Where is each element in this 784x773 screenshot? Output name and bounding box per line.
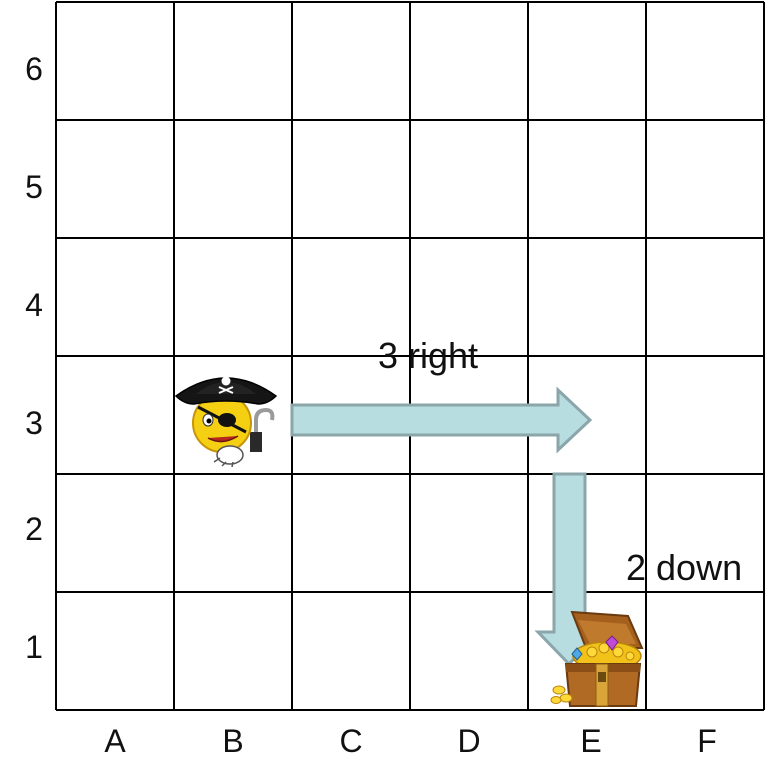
column-label-c: C xyxy=(339,723,362,759)
row-label-5: 5 xyxy=(25,169,43,205)
column-label-f: F xyxy=(697,723,717,759)
column-label-d: D xyxy=(457,723,480,759)
column-label-a: A xyxy=(104,723,126,759)
row-label-1: 1 xyxy=(25,629,43,665)
column-label-e: E xyxy=(580,723,601,759)
arrow-right-shape xyxy=(290,386,593,454)
row-labels: 1 2 3 4 5 6 xyxy=(25,51,43,665)
row-label-6: 6 xyxy=(25,51,43,87)
move-label-down: 2 down xyxy=(626,547,742,588)
pirate-icon xyxy=(174,376,278,468)
row-label-3: 3 xyxy=(25,405,43,441)
column-label-b: B xyxy=(222,723,243,759)
row-label-4: 4 xyxy=(25,287,43,323)
move-label-right: 3 right xyxy=(378,335,478,376)
treasure-chest-icon xyxy=(550,610,644,707)
grid-lines xyxy=(55,1,765,711)
row-label-2: 2 xyxy=(25,511,43,547)
arrow-right xyxy=(290,386,593,454)
column-labels: A B C D E F xyxy=(104,723,716,759)
